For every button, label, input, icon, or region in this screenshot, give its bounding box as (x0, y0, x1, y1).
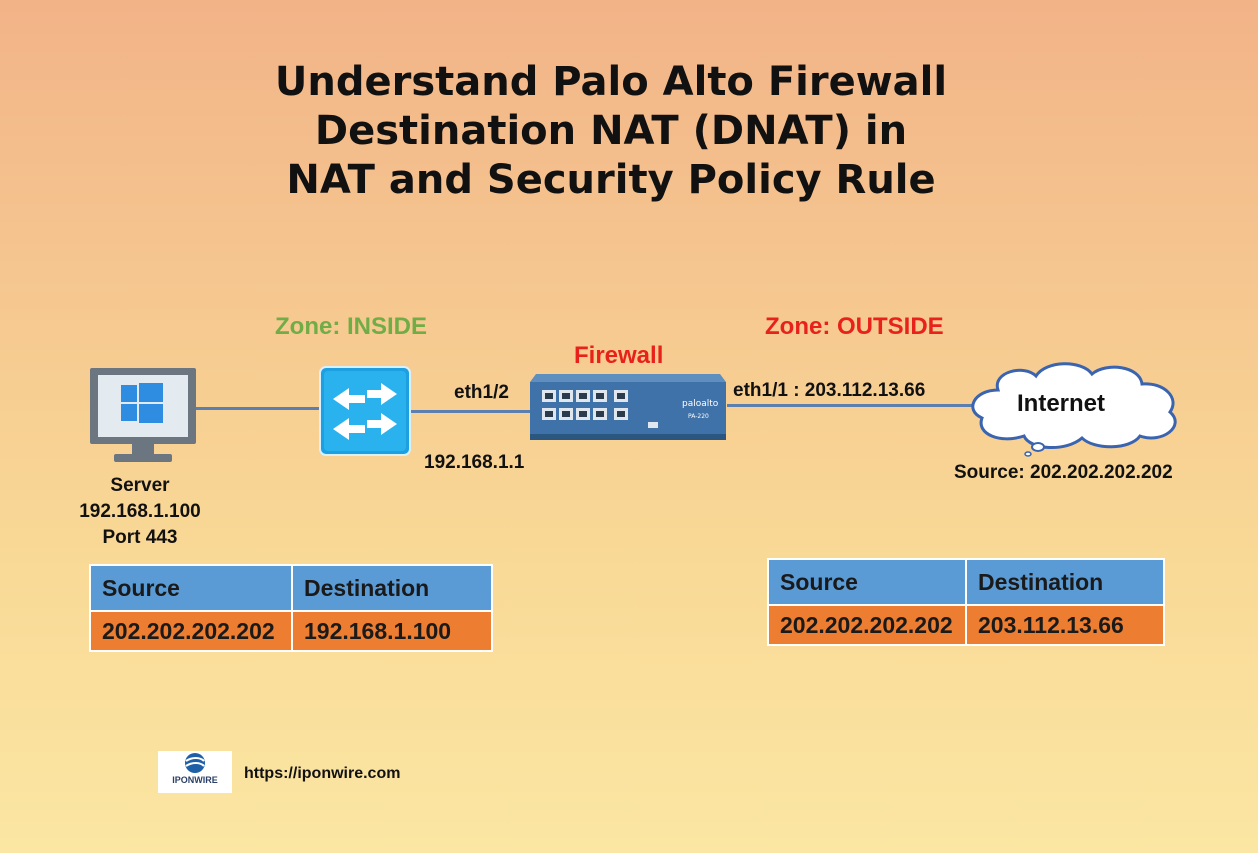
table-row: 202.202.202.202 203.112.13.66 (767, 604, 1165, 646)
windows-logo-icon (121, 383, 163, 423)
iponwire-logo: IPONWIRE (158, 751, 232, 793)
title-line-2: Destination NAT (DNAT) in (314, 108, 908, 154)
title-line-3: NAT and Security Policy Rule (286, 157, 936, 203)
interface-inside-port: eth1/2 (454, 382, 509, 403)
server-monitor-icon (90, 368, 196, 462)
table-row: 202.202.202.202 192.168.1.100 (89, 610, 493, 652)
table-cell: 202.202.202.202 (89, 610, 293, 652)
switch-icon (319, 366, 411, 456)
interface-outside-label: eth1/1 : 203.112.13.66 (733, 380, 926, 401)
internet-cloud-icon (971, 362, 1177, 457)
interface-inside-ip: 192.168.1.1 (424, 452, 525, 473)
firewall-model-text: PA-220 (688, 413, 709, 420)
server-port: Port 443 (102, 527, 178, 548)
globe-icon (185, 753, 205, 773)
link-firewall-internet (727, 404, 972, 407)
table-header-cell: Source (89, 564, 293, 612)
zone-outside-label: Zone: OUTSIDE (765, 313, 944, 340)
server-name: Server (110, 475, 170, 496)
title-line-1: Understand Palo Alto Firewall (274, 59, 948, 105)
link-server-switch (196, 407, 320, 410)
internet-source-label: Source: 202.202.202.202 (954, 462, 1173, 483)
firewall-label: Firewall (574, 342, 664, 369)
table-cell: 203.112.13.66 (965, 604, 1165, 646)
table-header-row: Source Destination (767, 558, 1165, 606)
firewall-device-icon: paloalto PA-220 (530, 374, 726, 440)
internet-label: Internet (1017, 390, 1106, 417)
table-cell: 202.202.202.202 (767, 604, 967, 646)
server-info: Server 192.168.1.100 Port 443 (20, 473, 260, 551)
logo-text: IPONWIRE (172, 775, 218, 785)
firewall-brand-text: paloalto (682, 399, 719, 409)
page-title: Understand Palo Alto Firewall Destinatio… (0, 58, 1222, 205)
link-switch-firewall (410, 410, 530, 413)
zone-inside-label: Zone: INSIDE (275, 313, 428, 340)
server-ip: 192.168.1.100 (79, 501, 201, 522)
table-header-cell: Destination (291, 564, 493, 612)
outside-nat-table: Source Destination 202.202.202.202 203.1… (767, 558, 1165, 646)
website-link[interactable]: https://iponwire.com (244, 765, 401, 782)
table-header-cell: Source (767, 558, 967, 606)
table-header-row: Source Destination (89, 564, 493, 612)
table-header-cell: Destination (965, 558, 1165, 606)
inside-nat-table: Source Destination 202.202.202.202 192.1… (89, 564, 493, 652)
table-cell: 192.168.1.100 (291, 610, 493, 652)
